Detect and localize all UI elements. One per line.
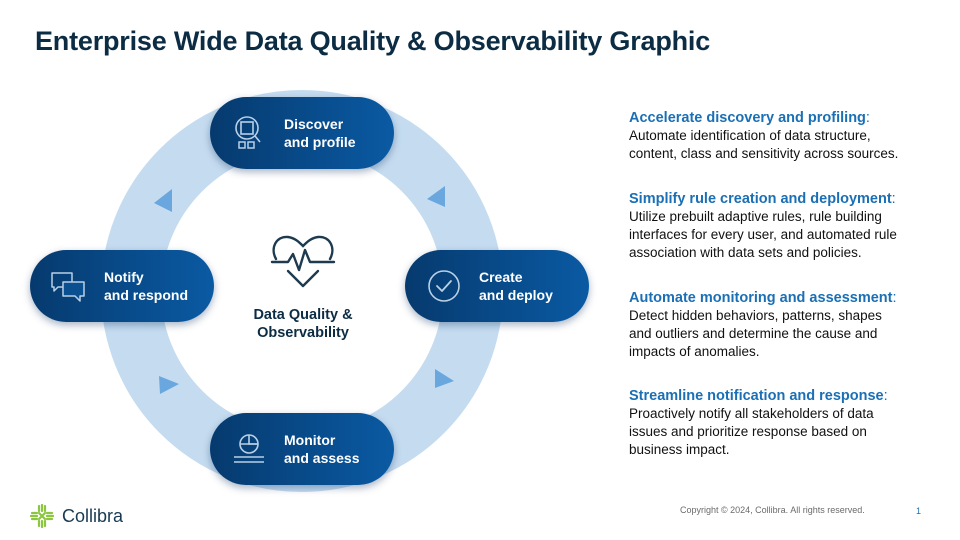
slide-title: Enterprise Wide Data Quality & Observabi… — [35, 26, 711, 56]
description-heading: Automate monitoring and assessment: — [629, 290, 897, 306]
heart-pulse-icon — [270, 235, 336, 288]
step-monitor-and-assess[interactable]: Monitor and assess — [210, 413, 394, 485]
arrow-upper-left-icon — [154, 189, 172, 212]
collibra-mark-icon — [30, 504, 54, 528]
description-body: Detect hidden behaviors, patterns, shape… — [629, 308, 882, 359]
description-body: Utilize prebuilt adaptive rules, rule bu… — [629, 209, 897, 260]
description-heading: Simplify rule creation and deployment: — [629, 191, 896, 207]
page-number: 1 — [916, 506, 922, 516]
step-label: Discover and profile — [284, 116, 356, 150]
description-monitoring: Automate monitoring and assessment: Dete… — [629, 289, 939, 361]
arrow-upper-right-icon — [427, 186, 445, 207]
step-notify-and-respond[interactable]: Notify and respond — [30, 250, 214, 322]
description-body: Automate identification of data structur… — [629, 128, 899, 161]
collibra-logo: Collibra — [30, 504, 123, 528]
description-heading: Streamline notification and response: — [629, 388, 888, 404]
description-notification: Streamline notification and response: Pr… — [629, 387, 939, 459]
pie-chart-icon — [234, 434, 264, 463]
step-label: Monitor and assess — [284, 432, 360, 466]
step-discover-and-profile[interactable]: Discover and profile — [210, 97, 394, 169]
step-label: Notify and respond — [104, 269, 189, 303]
description-heading: Accelerate discovery and profiling: — [629, 110, 870, 126]
description-discovery: Accelerate discovery and profiling: Auto… — [629, 109, 939, 163]
step-create-and-deploy[interactable]: Create and deploy — [405, 250, 589, 322]
arrow-lower-left-icon — [159, 376, 179, 394]
description-body: Proactively notify all stakeholders of d… — [629, 406, 874, 457]
brand-name: Collibra — [62, 505, 124, 526]
step-label: Create and deploy — [479, 269, 553, 303]
copyright-notice: Copyright © 2024, Collibra. All rights r… — [680, 505, 865, 515]
cycle-diagram: Discover and profile Notify and respond … — [30, 90, 589, 492]
check-circle-icon — [428, 270, 460, 302]
center-label: Data Quality & Observability — [253, 307, 353, 341]
magnifier-grid-icon — [235, 116, 261, 149]
arrow-lower-right-icon — [435, 369, 454, 388]
description-rule-creation: Simplify rule creation and deployment: U… — [629, 190, 939, 262]
chat-bubbles-icon — [51, 272, 85, 302]
